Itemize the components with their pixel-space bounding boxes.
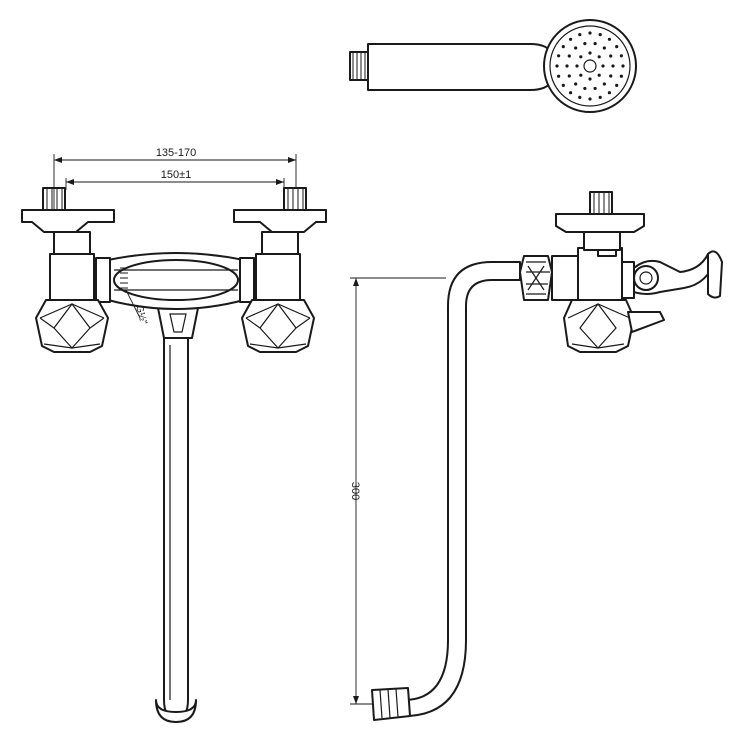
nozzle-hole: [615, 45, 619, 49]
shower-head-icon: [349, 19, 637, 113]
left-valve: [21, 187, 115, 353]
nozzle-hole: [578, 95, 582, 99]
nozzle-hole: [602, 46, 606, 50]
nozzle-hole: [593, 86, 597, 91]
nozzle-hole: [609, 54, 613, 58]
dim-label-150: 150±1: [161, 169, 192, 181]
nozzle-hole: [583, 41, 587, 46]
nozzle-hole: [574, 46, 578, 50]
nozzle-hole: [567, 54, 571, 58]
dimension-300: [350, 277, 446, 705]
nozzle-hole: [597, 55, 601, 59]
nozzle-hole: [565, 64, 569, 68]
dimension-135-170: [53, 154, 297, 210]
nozzle-hole: [557, 74, 561, 78]
nozzle-hole: [607, 91, 612, 95]
nozzle-hole: [597, 73, 601, 77]
nozzle-hole: [579, 73, 583, 77]
nozzle-hole: [561, 83, 565, 87]
nozzle-hole: [561, 45, 565, 49]
nozzle-hole: [607, 37, 612, 41]
nozzle-hole: [555, 64, 559, 68]
shower-nozzle-holes: [555, 31, 625, 101]
nozzle-hole: [574, 82, 578, 86]
nozzle-hole: [619, 54, 623, 58]
nozzle-hole: [615, 83, 619, 87]
nozzle-hole: [593, 41, 597, 46]
right-valve: [233, 187, 327, 353]
nozzle-hole: [619, 74, 623, 78]
nozzle-hole: [602, 82, 606, 86]
nozzle-hole: [578, 33, 582, 37]
nozzle-hole: [575, 64, 579, 68]
faucet-side-view: 300: [349, 191, 723, 721]
shower-thread: [352, 52, 366, 80]
nozzle-hole: [557, 54, 561, 58]
dim-label-135-170: 135-170: [156, 147, 196, 159]
faucet-front-view: 135-170 150±1 G½": [21, 147, 327, 723]
nozzle-hole: [588, 51, 592, 55]
nozzle-hole: [621, 64, 625, 68]
nozzle-hole: [588, 77, 592, 81]
nozzle-hole: [588, 97, 592, 101]
nozzle-hole: [588, 31, 592, 35]
dimension-150: [65, 178, 285, 190]
nozzle-hole: [569, 37, 573, 41]
connector-thread: [120, 267, 128, 289]
nozzle-hole: [569, 91, 573, 95]
nozzle-hole: [567, 74, 571, 78]
nozzle-hole: [609, 74, 613, 78]
nozzle-hole: [579, 55, 583, 59]
nozzle-hole: [601, 64, 605, 68]
nozzle-hole: [611, 64, 615, 68]
nozzle-hole: [583, 86, 587, 91]
nozzle-hole: [598, 95, 602, 99]
nozzle-hole: [598, 33, 602, 37]
dim-label-300: 300: [349, 482, 361, 500]
thread-label: G½": [133, 304, 149, 326]
